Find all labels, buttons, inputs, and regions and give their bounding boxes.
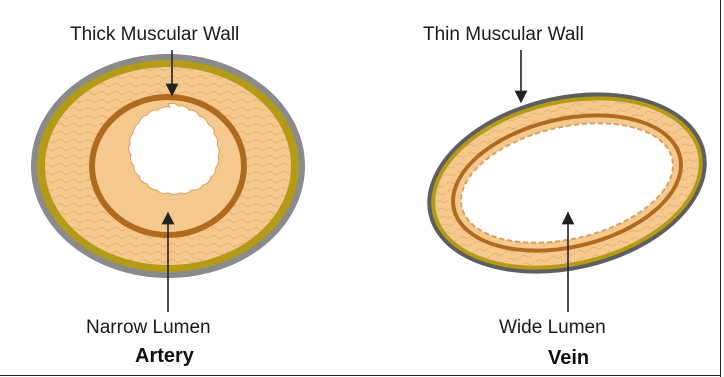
frame-border-bottom xyxy=(0,375,721,376)
vein-title: Vein xyxy=(548,347,589,370)
vein-wall-label: Thin Muscular Wall xyxy=(423,24,584,46)
artery-title: Artery xyxy=(135,345,194,368)
artery-lumen-label: Narrow Lumen xyxy=(86,317,211,339)
artery-wall-label: Thick Muscular Wall xyxy=(70,24,239,46)
frame-border-right xyxy=(720,0,721,377)
vein-cross-section xyxy=(409,66,724,299)
vein-lumen-label: Wide Lumen xyxy=(499,317,606,339)
